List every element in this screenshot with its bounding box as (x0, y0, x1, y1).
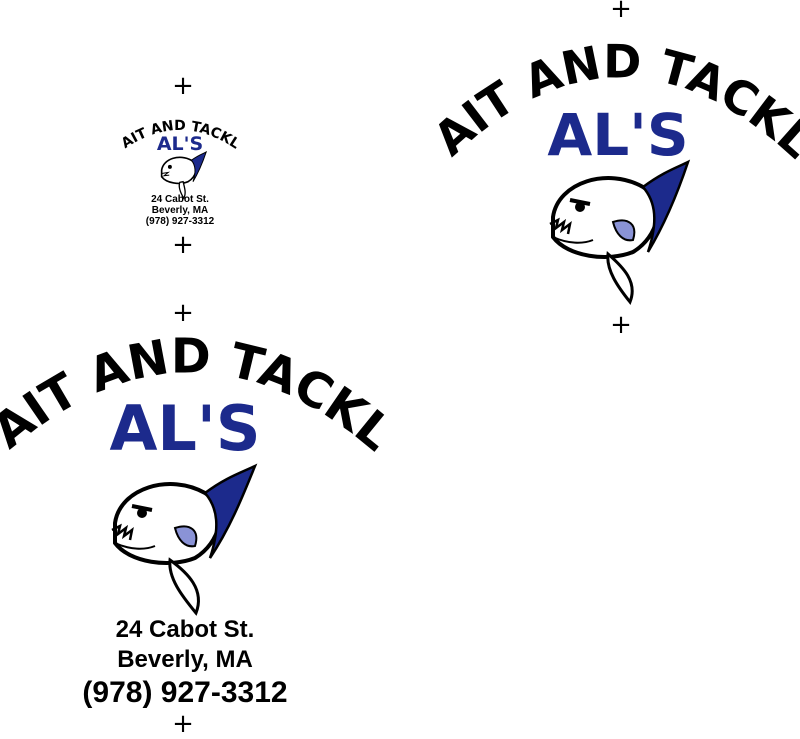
medium-logo: BAIT AND TACKLE AL'S (422, 0, 800, 310)
large-logo: BAIT AND TACKLE AL'S 24 Cabot St. Beverl… (0, 276, 403, 720)
registration-mark: + (610, 0, 632, 24)
registration-mark: + (172, 71, 194, 101)
address-line2: Beverly, MA (151, 205, 209, 216)
phone-number: (978) 927-3312 (82, 676, 288, 709)
address-line1: 24 Cabot St. (115, 616, 255, 643)
logo-name: AL'S (109, 392, 260, 465)
fish-icon (160, 151, 208, 200)
logo-name: AL'S (157, 133, 203, 155)
fish-icon (111, 463, 258, 616)
medium-logo-art: BAIT AND TACKLE AL'S (422, 0, 800, 305)
registration-mark: + (172, 230, 194, 260)
phone-number: (978) 927-3312 (145, 216, 215, 227)
fish-icon (549, 159, 691, 305)
logo-name: AL'S (547, 101, 688, 169)
registration-mark: + (610, 310, 632, 340)
address-line2: Beverly, MA (117, 646, 253, 673)
large-logo-art: BAIT AND TACKLE AL'S (0, 276, 403, 616)
registration-mark: + (172, 709, 194, 739)
address-line1: 24 Cabot St. (151, 194, 209, 205)
small-logo: BAIT AND TACKLE AL'S 24 Cabot St. Beverl… (100, 88, 255, 230)
registration-mark: + (172, 298, 194, 328)
